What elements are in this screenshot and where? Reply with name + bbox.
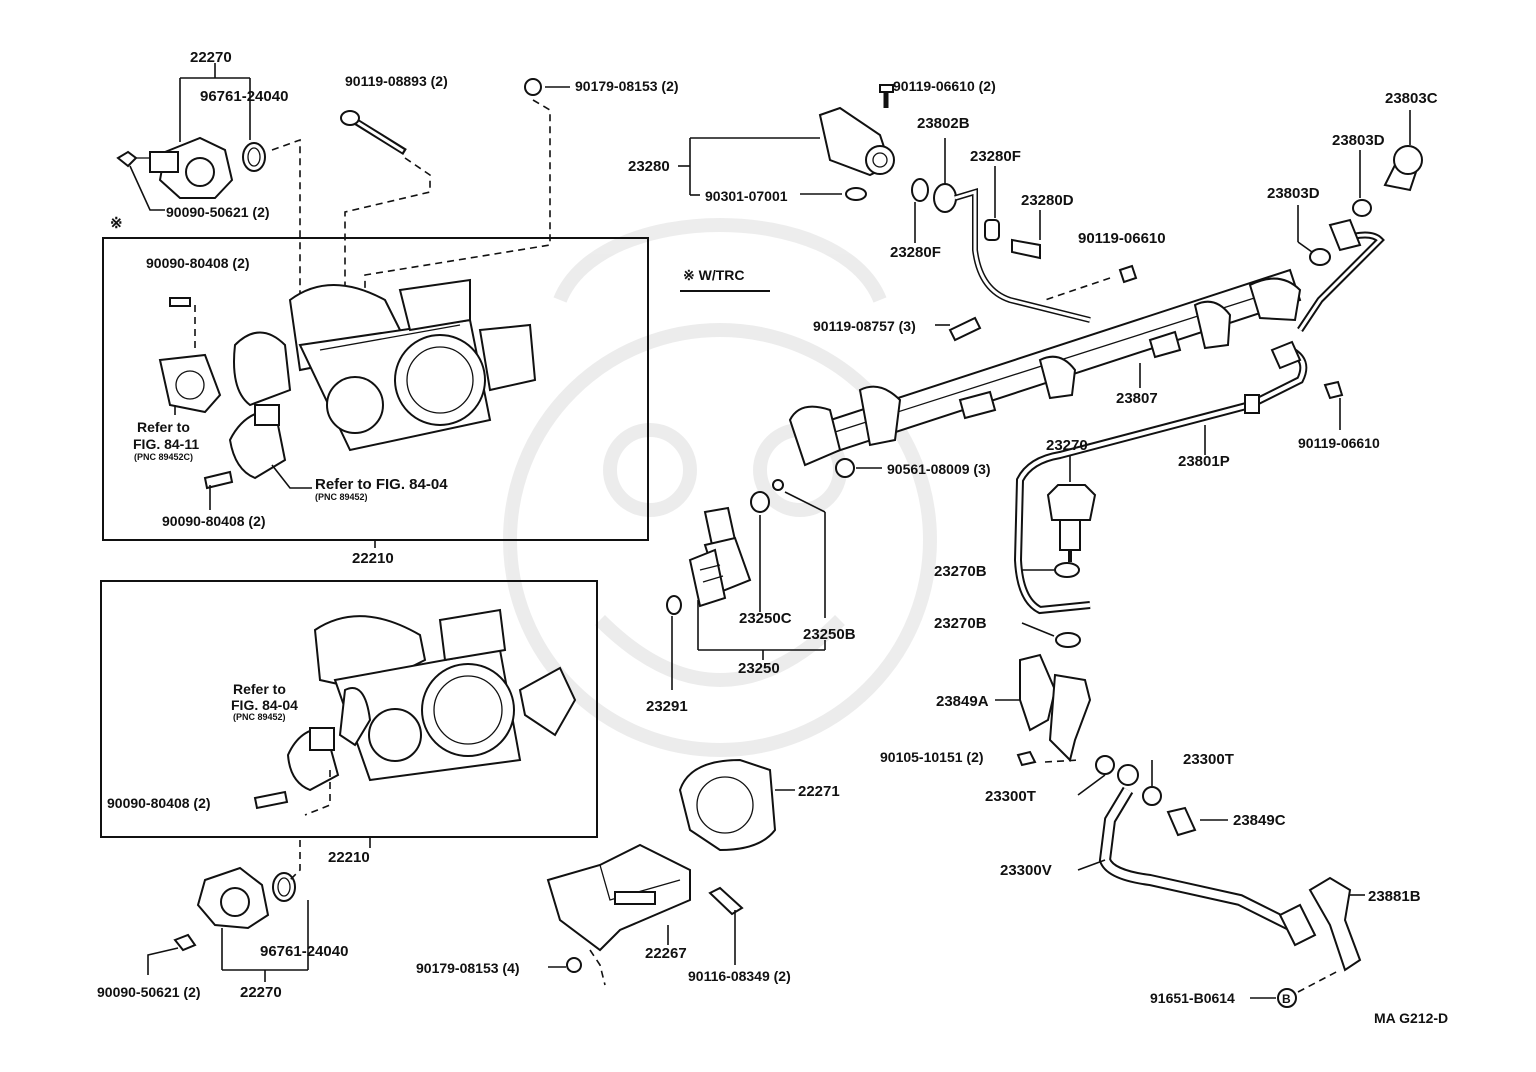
label-90301-07001: 90301-07001 [705, 188, 788, 204]
label-96761-24040-bottom: 96761-24040 [260, 943, 349, 960]
label-23280: 23280 [628, 158, 670, 175]
label-23270B-b: 23270B [934, 615, 987, 632]
iac-valve-bottom [173, 866, 296, 952]
label-90119-06610-top: 90119-06610 (2) [893, 78, 996, 94]
union-bolt-23803C [1383, 145, 1423, 192]
label-90561-08009: 90561-08009 (3) [887, 461, 991, 477]
watermark-emblem [503, 218, 937, 757]
label-23801P: 23801P [1178, 453, 1230, 470]
label-96761-24040-top: 96761-24040 [200, 88, 289, 105]
label-refer-3c: (PNC 89452) [233, 712, 286, 722]
bracket-23849A [1019, 653, 1092, 762]
label-90090-80408-a: 90090-80408 (2) [146, 255, 250, 271]
label-23270B-a: 23270B [934, 563, 987, 580]
label-23250C: 23250C [739, 610, 792, 627]
throttle-body-1 [233, 278, 537, 452]
fuel-injector [688, 506, 752, 608]
label-22270-bottom: 22270 [240, 984, 282, 1001]
throttle-body-2 [313, 608, 577, 782]
label-90179-08153-top: 90179-08153 (2) [575, 78, 679, 94]
label-23803C: 23803C [1385, 90, 1438, 107]
clamp-23881B [1308, 876, 1362, 972]
label-90179-08153-bottom: 90179-08153 (4) [416, 960, 520, 976]
footer-diagram-code: MA G212-D [1374, 1010, 1449, 1026]
fuel-delivery-pipe [788, 268, 1302, 467]
label-23803D-b: 23803D [1267, 185, 1320, 202]
label-91651-B0614: 91651-B0614 [1150, 990, 1235, 1006]
label-refer-2a: Refer to FIG. 84-04 [315, 476, 448, 493]
label-22210-a: 22210 [352, 550, 394, 567]
label-23807: 23807 [1116, 390, 1158, 407]
label-90090-80408-b: 90090-80408 (2) [162, 513, 266, 529]
tps-sensor-1 [158, 297, 222, 414]
label-refer-3a: Refer to [233, 681, 286, 697]
tps-sensor-3 [286, 726, 340, 792]
label-90119-06610-right: 90119-06610 [1298, 435, 1380, 451]
svg-text:B: B [1282, 992, 1291, 1006]
label-90116-08349: 90116-08349 (2) [688, 968, 791, 984]
label-23300V: 23300V [1000, 862, 1052, 879]
tps-sensor-2 [228, 404, 287, 480]
label-refer-1c: (PNC 89452C) [134, 452, 194, 462]
label-refer-2b: (PNC 89452) [315, 492, 368, 502]
label-23881B: 23881B [1368, 888, 1421, 905]
gasket-22271 [678, 758, 777, 852]
bracket-22267 [546, 843, 691, 952]
label-refer-3b: FIG. 84-04 [231, 697, 298, 713]
label-90119-08893: 90119-08893 (2) [345, 73, 448, 89]
pressure-regulator [818, 106, 895, 177]
label-90119-08757: 90119-08757 (3) [813, 318, 916, 334]
label-90090-50621-top: 90090-50621 (2) [166, 204, 270, 220]
label-23300T-b: 23300T [985, 788, 1036, 805]
label-23280F-b: 23280F [890, 244, 941, 261]
label-90119-06610-mid: 90119-06610 [1078, 230, 1166, 247]
fuel-pressure-regulator-23270 [1046, 484, 1097, 562]
long-bolt [340, 110, 407, 155]
label-23280F-a: 23280F [970, 148, 1021, 165]
label-refer-1a: Refer to [137, 419, 190, 435]
label-23270: 23270 [1046, 437, 1088, 454]
label-23802B: 23802B [917, 115, 970, 132]
label-90105-10151: 90105-10151 (2) [880, 749, 984, 765]
label-23250: 23250 [738, 660, 780, 677]
label-23250B: 23250B [803, 626, 856, 643]
label-23849A: 23849A [936, 693, 989, 710]
label-90090-50621-bottom: 90090-50621 (2) [97, 984, 201, 1000]
label-23849C: 23849C [1233, 812, 1286, 829]
label-23291: 23291 [646, 698, 688, 715]
label-90090-80408-c: 90090-80408 (2) [107, 795, 211, 811]
label-23803D-a: 23803D [1332, 132, 1385, 149]
label-w-trc: ※ W/TRC [683, 267, 745, 283]
label-22267: 22267 [645, 945, 687, 962]
label-22210-b: 22210 [328, 849, 370, 866]
iac-valve-top [116, 136, 266, 199]
label-23300T-a: 23300T [1183, 751, 1234, 768]
label-refer-1b: FIG. 84-11 [133, 436, 200, 452]
label-23280D: 23280D [1021, 192, 1074, 209]
label-22271: 22271 [798, 783, 840, 800]
asterisk-mark: ※ [110, 215, 123, 232]
label-22270-top: 22270 [190, 49, 232, 66]
